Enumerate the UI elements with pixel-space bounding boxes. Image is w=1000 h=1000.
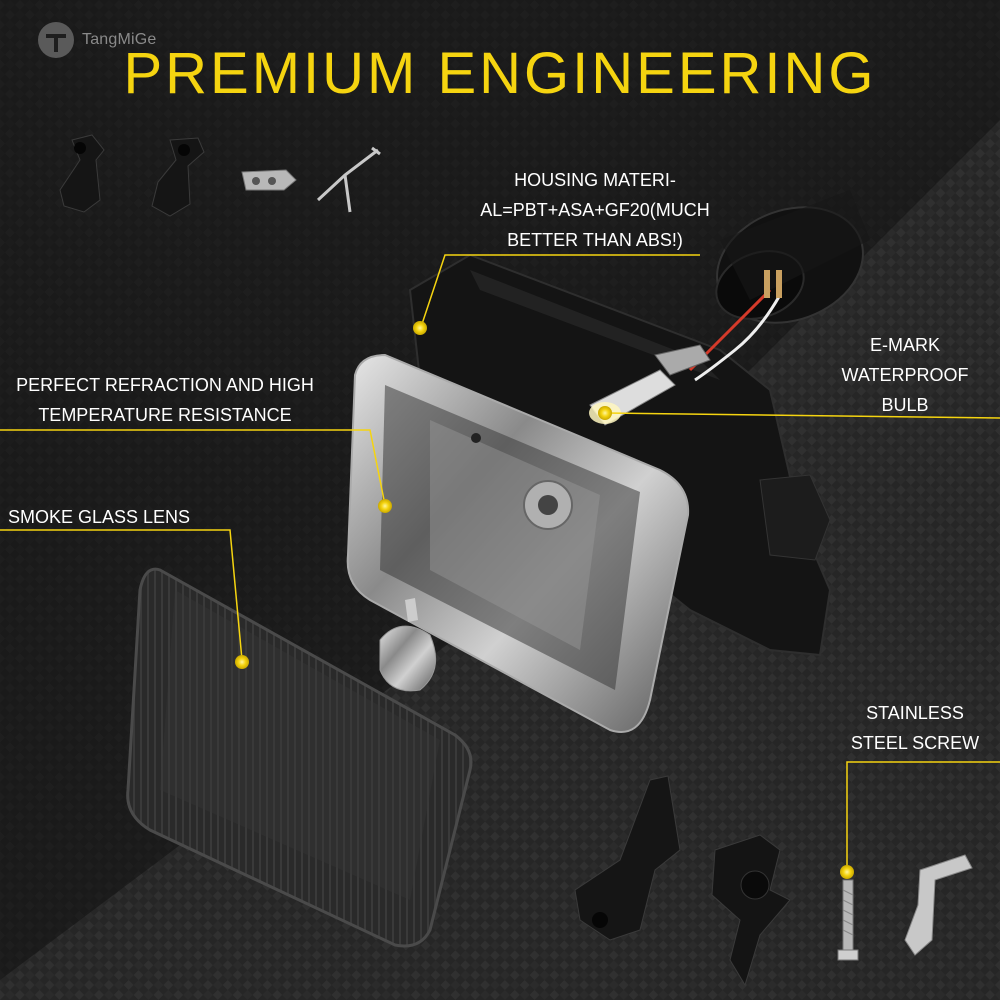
screw-callout: STAINLESS STEEL SCREW bbox=[840, 698, 990, 758]
page-title: PREMIUM ENGINEERING bbox=[123, 41, 877, 106]
stainless-screw bbox=[837, 879, 859, 961]
lens-callout-line-1: SMOKE GLASS LENS bbox=[8, 507, 191, 527]
brand-logo: TangMiGe bbox=[36, 20, 157, 60]
refraction-leader-line bbox=[0, 429, 386, 506]
bulb-callout-line-1: E-MARK bbox=[869, 335, 940, 355]
screw-marker bbox=[840, 865, 854, 879]
refraction-callout: PERFECT REFRACTION AND HIGH TEMPERATURE … bbox=[0, 370, 330, 430]
lens-marker bbox=[235, 655, 249, 669]
callout-leader-lines bbox=[0, 254, 1000, 870]
refraction-callout-line-2: TEMPERATURE RESISTANCE bbox=[38, 405, 292, 425]
metal-spring-clip bbox=[904, 854, 973, 956]
bulb-leader-line bbox=[604, 412, 1000, 419]
bulb-callout-line-3: BULB bbox=[881, 395, 929, 415]
callout-markers bbox=[235, 321, 854, 879]
housing-callout-line-3: BETTER THAN ABS!) bbox=[507, 230, 683, 250]
adjuster-clip bbox=[711, 834, 791, 987]
refraction-marker bbox=[378, 499, 392, 513]
screw-leader-line bbox=[846, 761, 1000, 870]
housing-leader-line bbox=[419, 254, 700, 331]
refraction-callout-line-1: PERFECT REFRACTION AND HIGH bbox=[16, 375, 314, 395]
lens-callout: SMOKE GLASS LENS bbox=[8, 502, 190, 532]
metal-bracket bbox=[241, 169, 297, 191]
wire-spring-clip bbox=[316, 146, 381, 213]
screw-callout-line-2: STEEL SCREW bbox=[850, 733, 980, 753]
bulb-callout-line-2: WATERPROOF bbox=[841, 365, 969, 385]
housing-marker bbox=[413, 321, 427, 335]
brand-logo-icon bbox=[38, 22, 74, 58]
plastic-clip-2 bbox=[151, 137, 205, 217]
brand-name: TangMiGe bbox=[82, 31, 157, 48]
chrome-reflector bbox=[346, 353, 690, 733]
plastic-mounting-bracket bbox=[574, 775, 681, 941]
bulb-socket bbox=[715, 190, 870, 324]
plastic-clip-1 bbox=[59, 134, 105, 213]
housing-callout-line-1: HOUSING MATERI- bbox=[514, 170, 676, 190]
bulb-marker bbox=[598, 406, 612, 420]
lens-leader-line bbox=[0, 529, 243, 661]
housing-callout-line-2: AL=PBT+ASA+GF20(MUCH bbox=[480, 200, 710, 220]
housing-callout: HOUSING MATERI- AL=PBT+ASA+GF20(MUCH BET… bbox=[480, 165, 710, 255]
bulb-callout: E-MARK WATERPROOF BULB bbox=[830, 330, 980, 420]
screw-callout-line-1: STAINLESS bbox=[866, 703, 964, 723]
smoke-glass-lens bbox=[126, 567, 473, 948]
bulb-shield-cap bbox=[379, 598, 437, 692]
